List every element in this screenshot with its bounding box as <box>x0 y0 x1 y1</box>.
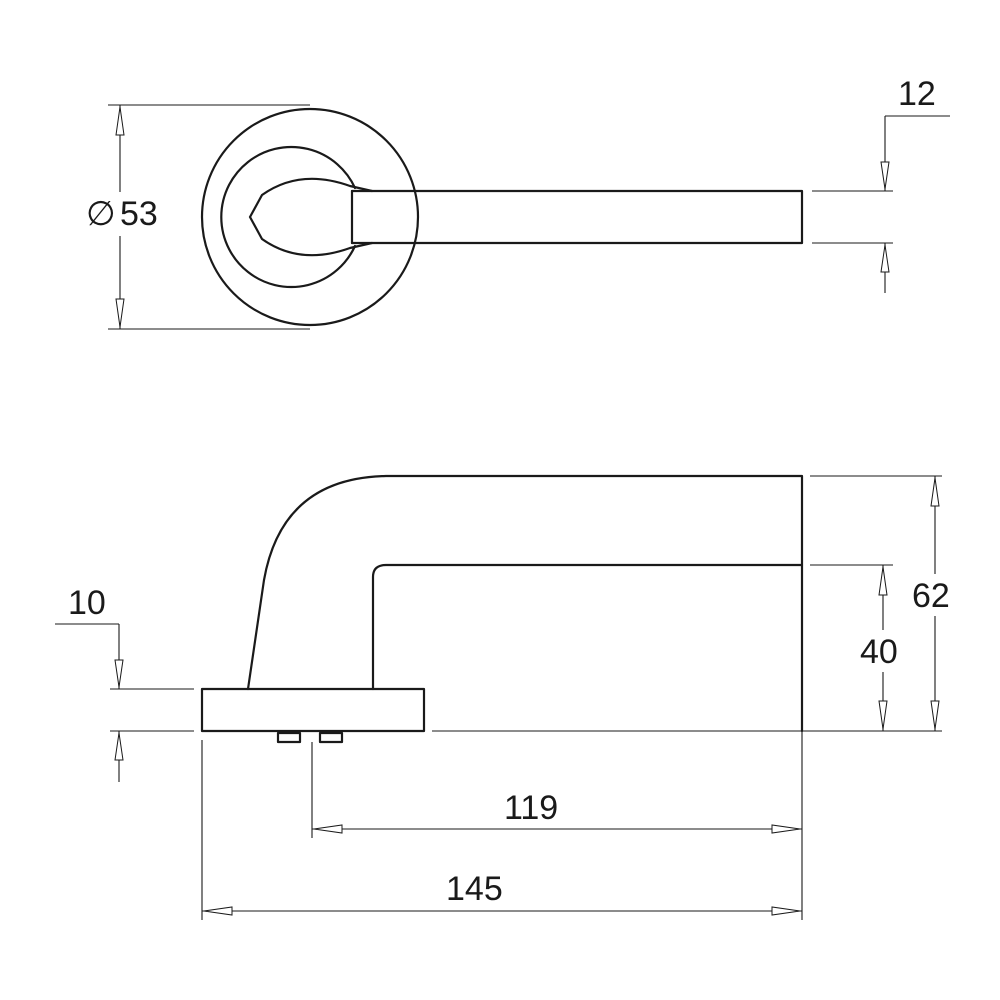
diameter-symbol: ∅ <box>86 195 116 233</box>
overall-length-dimension: 145 <box>201 740 802 920</box>
arrow-down-icon <box>930 700 940 730</box>
arrow-right-icon <box>771 906 801 916</box>
clearance-value: 40 <box>860 633 898 671</box>
arrow-up-icon <box>880 244 890 273</box>
diameter-dimension: ∅ 53 <box>80 104 310 330</box>
rose-side-profile <box>200 687 426 733</box>
lever-thickness-dimension: 12 <box>812 75 950 293</box>
arrow-left-icon <box>313 824 343 834</box>
arrow-down-icon <box>114 659 124 688</box>
rose-thickness-dimension: 10 <box>55 584 194 782</box>
height-label-bg <box>912 574 960 616</box>
top-view <box>200 107 804 327</box>
clearance-dimension: 40 <box>810 564 908 731</box>
diameter-value: 53 <box>120 195 158 233</box>
rose-inner-arc <box>220 145 357 289</box>
arrow-up-icon <box>878 566 888 596</box>
lever-neck <box>248 177 374 257</box>
diameter-label-bg <box>80 192 166 236</box>
total-height-value: 62 <box>912 577 950 615</box>
arrow-down-icon <box>115 298 125 328</box>
rose-thickness-value: 10 <box>68 584 106 622</box>
fixing-screw-right <box>318 731 344 744</box>
total-height-dimension: 62 <box>810 475 960 731</box>
lever-thickness-value: 12 <box>898 75 936 113</box>
clearance-label-bg <box>860 630 908 672</box>
lever-outer-profile <box>246 474 804 733</box>
arrow-down-icon <box>878 700 888 730</box>
fixing-screw-left <box>276 731 302 744</box>
lever-inner-profile <box>371 563 804 691</box>
arrow-left-icon <box>203 906 233 916</box>
arrow-right-icon <box>771 824 801 834</box>
side-view <box>200 474 804 744</box>
arrow-up-icon <box>930 477 940 507</box>
arrow-up-icon <box>115 106 125 136</box>
projection-dimension: 119 <box>311 731 803 920</box>
rose-outer-circle <box>200 107 420 327</box>
arrow-down-icon <box>880 161 890 190</box>
arrow-up-icon <box>114 732 124 761</box>
projection-value: 119 <box>504 789 558 827</box>
overall-length-value: 145 <box>446 870 503 908</box>
lever-bar-top <box>350 189 804 245</box>
